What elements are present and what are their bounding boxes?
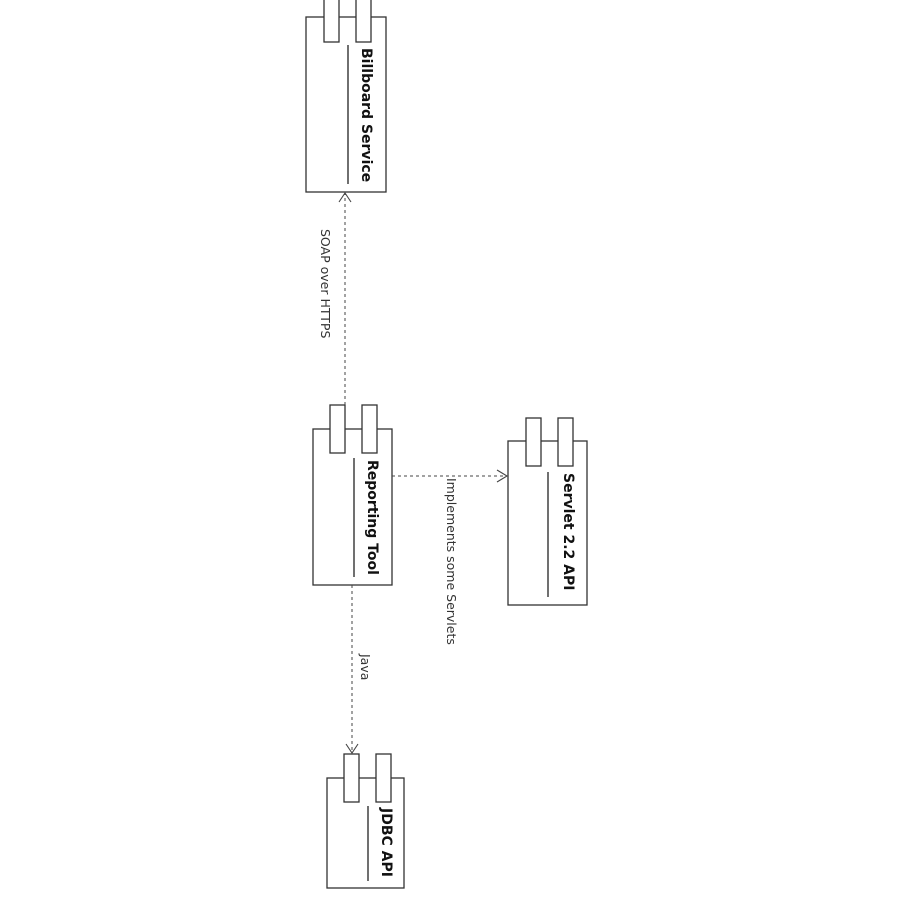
- component-tab-icon: [375, 753, 392, 803]
- component-label: Servlet 2.2 API: [560, 473, 576, 590]
- component-tab-icon: [329, 404, 346, 454]
- component-label: Reporting Tool: [364, 460, 380, 575]
- component-tab-icon: [361, 404, 378, 454]
- component-jdbc-api[interactable]: JDBC API: [326, 753, 405, 889]
- component-tab-icon: [323, 0, 340, 43]
- component-tab-icon: [525, 417, 542, 467]
- component-label: Billboard Service: [358, 48, 374, 182]
- component-servlet-api[interactable]: Servlet 2.2 API: [507, 417, 588, 606]
- arrowhead-icon: [338, 192, 352, 203]
- dependency-label: Implements some Servlets: [444, 478, 459, 645]
- dependency-java: Java: [345, 585, 373, 754]
- component-billboard-service[interactable]: Billboard Service: [305, 0, 387, 193]
- component-box: [312, 428, 393, 586]
- dependency-soap-over-https: SOAP over HTTPS: [318, 192, 352, 405]
- component-tab-icon: [355, 0, 372, 43]
- dependency-implements-servlets: Implements some Servlets: [392, 469, 509, 645]
- component-tab-icon: [343, 753, 360, 803]
- component-reporting-tool[interactable]: Reporting Tool: [312, 404, 393, 586]
- arrowhead-icon: [496, 469, 509, 483]
- component-box: [305, 16, 387, 193]
- arrowhead-icon: [345, 743, 359, 754]
- component-tab-icon: [557, 417, 574, 467]
- component-label: JDBC API: [378, 807, 394, 877]
- dependency-label: Java: [358, 653, 373, 680]
- dependency-label: SOAP over HTTPS: [318, 229, 333, 338]
